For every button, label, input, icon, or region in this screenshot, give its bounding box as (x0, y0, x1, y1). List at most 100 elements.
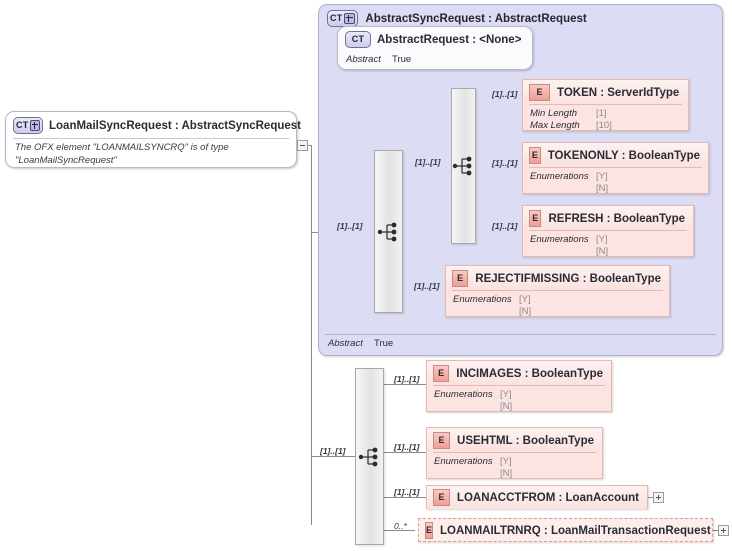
abstractrequest-title: AbstractRequest : <None> (377, 33, 522, 46)
cardinality-tokenonly: [1]..[1] (492, 158, 518, 168)
element-box-rejectifmissing[interactable]: E REJECTIFMISSING : BooleanType Enumerat… (445, 265, 670, 317)
element-refresh-title: REFRESH : BooleanType (548, 212, 685, 225)
cardinality-bottom-sequence: [1]..[1] (320, 446, 346, 456)
element-loanacctfrom-title: LOANACCTFROM : LoanAccount (456, 491, 639, 504)
element-rejectifmissing-divider (452, 290, 663, 291)
container-title: AbstractSyncRequest : AbstractRequest (365, 12, 587, 25)
cardinality-incimages: [1]..[1] (394, 374, 420, 384)
element-loanacctfrom-header: E LOANACCTFROM : LoanAccount (427, 486, 647, 509)
facet-value-enum-n: [N] (596, 182, 609, 194)
element-usehtml-title: USEHTML : BooleanType (457, 434, 594, 447)
root-complextype-box[interactable]: CT LoanMailSyncRequest : AbstractSyncReq… (5, 111, 301, 168)
root-divider (13, 138, 289, 139)
element-incimages-header: E INCIMAGES : BooleanType (427, 361, 611, 385)
facet-value-enum-y: [Y] (596, 234, 608, 245)
container-footer-divider (325, 334, 716, 335)
element-rejectifmissing-title: REJECTIFMISSING : BooleanType (475, 272, 661, 285)
abstractrequest-facets: Abstract True (338, 51, 532, 66)
element-refresh-header: E REFRESH : BooleanType (523, 206, 693, 230)
element-box-usehtml[interactable]: E USEHTML : BooleanType Enumerations [Y]… (426, 427, 603, 479)
cardinality-refresh: [1]..[1] (492, 221, 518, 231)
element-refresh-divider (529, 230, 687, 231)
connector-bottom-to-loanacctfrom (384, 497, 426, 498)
sequence-compositor-outer[interactable] (374, 150, 403, 313)
facet-value-enum-n: [N] (500, 400, 513, 412)
element-box-loanmailtrnrq[interactable]: E LOANMAILTRNRQ : LoanMailTransactionReq… (418, 518, 713, 542)
complextype-icon: CT (345, 31, 371, 48)
connector-bottom-to-incimages (384, 384, 426, 385)
root-annotation-line2: "LoanMailSyncRequest" (15, 154, 117, 166)
cardinality-loanacctfrom: [1]..[1] (394, 487, 420, 497)
root-annotation-line1: The OFX element "LOANMAILSYNCRQ" is of t… (15, 142, 229, 153)
cardinality-loanmailtrnrq: 0..* (394, 521, 407, 531)
element-icon: E (529, 147, 541, 164)
cardinality-rejectifmissing: [1]..[1] (414, 281, 440, 291)
cardinality-outer-sequence: [1]..[1] (337, 221, 363, 231)
facet-label-max-length: Max Length (530, 119, 580, 131)
facet-label-enumerations: Enumerations (453, 294, 512, 305)
facet-label-enumerations: Enumerations (530, 234, 589, 245)
element-box-incimages[interactable]: E INCIMAGES : BooleanType Enumerations [… (426, 360, 612, 412)
root-annotation: The OFX element "LOANMAILSYNCRQ" is of t… (6, 139, 296, 172)
sequence-compositor-inner[interactable] (451, 88, 476, 244)
element-loanmailtrnrq-header: E LOANMAILTRNRQ : LoanMailTransactionReq… (419, 519, 712, 542)
sequence-compositor-bottom[interactable] (355, 368, 384, 545)
sequence-icon (452, 156, 471, 176)
element-box-loanacctfrom[interactable]: E LOANACCTFROM : LoanAccount (426, 485, 648, 509)
minus-expander-icon[interactable] (297, 140, 308, 151)
cardinality-inner-sequence: [1]..[1] (415, 157, 441, 167)
complextype-plus-icon: CT (327, 10, 359, 27)
element-icon: E (529, 210, 542, 227)
facet-value-min-length: [1] (596, 108, 607, 119)
element-icon: E (452, 270, 469, 287)
element-rejectifmissing-header: E REJECTIFMISSING : BooleanType (446, 266, 669, 290)
element-tokenonly-title: TOKENONLY : BooleanType (547, 149, 700, 162)
facet-label-enumerations: Enumerations (530, 171, 589, 182)
plus-expander-icon-loanmailtrnrq[interactable] (718, 525, 729, 536)
element-box-refresh[interactable]: E REFRESH : BooleanType Enumerations [Y]… (522, 205, 694, 257)
container-abstract-row: Abstract True (328, 338, 393, 350)
element-token-title: TOKEN : ServerIdType (557, 86, 680, 99)
facet-value-enum-y: [Y] (519, 294, 531, 305)
element-refresh-facets: Enumerations [Y] [N] (523, 231, 693, 263)
connector-bottom-to-usehtml (384, 452, 426, 453)
abstractrequest-header: CT AbstractRequest : <None> (338, 27, 532, 51)
facet-label-enumerations: Enumerations (434, 456, 493, 467)
facet-value-max-length: [10] (596, 119, 612, 131)
facet-label-enumerations: Enumerations (434, 389, 493, 400)
element-incimages-title: INCIMAGES : BooleanType (456, 367, 603, 380)
abstractrequest-complextype-box[interactable]: CT AbstractRequest : <None> Abstract Tru… (337, 26, 533, 70)
element-tokenonly-facets: Enumerations [Y] [N] (523, 168, 708, 200)
element-icon: E (433, 489, 450, 506)
element-box-token[interactable]: E TOKEN : ServerIdType Min Length [1] Ma… (522, 79, 689, 131)
element-box-tokenonly[interactable]: E TOKENONLY : BooleanType Enumerations [… (522, 142, 709, 194)
element-incimages-divider (433, 385, 605, 386)
cardinality-usehtml: [1]..[1] (394, 442, 420, 452)
element-usehtml-header: E USEHTML : BooleanType (427, 428, 602, 452)
plus-expander-icon-loanacctfrom[interactable] (653, 492, 664, 503)
element-loanmailtrnrq-title: LOANMAILTRNRQ : LoanMailTransactionReque… (440, 524, 711, 537)
element-incimages-facets: Enumerations [Y] [N] (427, 386, 611, 418)
root-header: CT LoanMailSyncRequest : AbstractSyncReq… (6, 112, 301, 138)
facet-value-enum-n: [N] (500, 467, 513, 479)
element-usehtml-facets: Enumerations [Y] [N] (427, 453, 602, 485)
cardinality-token: [1]..[1] (492, 89, 518, 99)
facet-label-min-length: Min Length (530, 108, 578, 119)
element-icon: E (433, 432, 451, 449)
element-rejectifmissing-facets: Enumerations [Y] [N] (446, 291, 669, 323)
connector-loanacctfrom-expander-stub (648, 497, 654, 498)
element-tokenonly-header: E TOKENONLY : BooleanType (523, 143, 708, 167)
connector-bottom-to-loanmailtrnrq (384, 530, 415, 531)
element-token-divider (529, 104, 682, 105)
facet-value-enum-y: [Y] (596, 171, 608, 182)
facet-value-enum-n: [N] (519, 305, 532, 317)
element-token-header: E TOKEN : ServerIdType (523, 80, 688, 104)
container-abstract-value: True (374, 338, 394, 349)
element-token-facets: Min Length [1] Max Length [10] (523, 105, 688, 137)
facet-value-enum-y: [Y] (500, 389, 512, 400)
complextype-plus-icon: CT (13, 117, 43, 134)
facet-value-enum-n: [N] (596, 245, 609, 257)
connector-main-trunk (311, 145, 312, 525)
element-tokenonly-divider (529, 167, 702, 168)
